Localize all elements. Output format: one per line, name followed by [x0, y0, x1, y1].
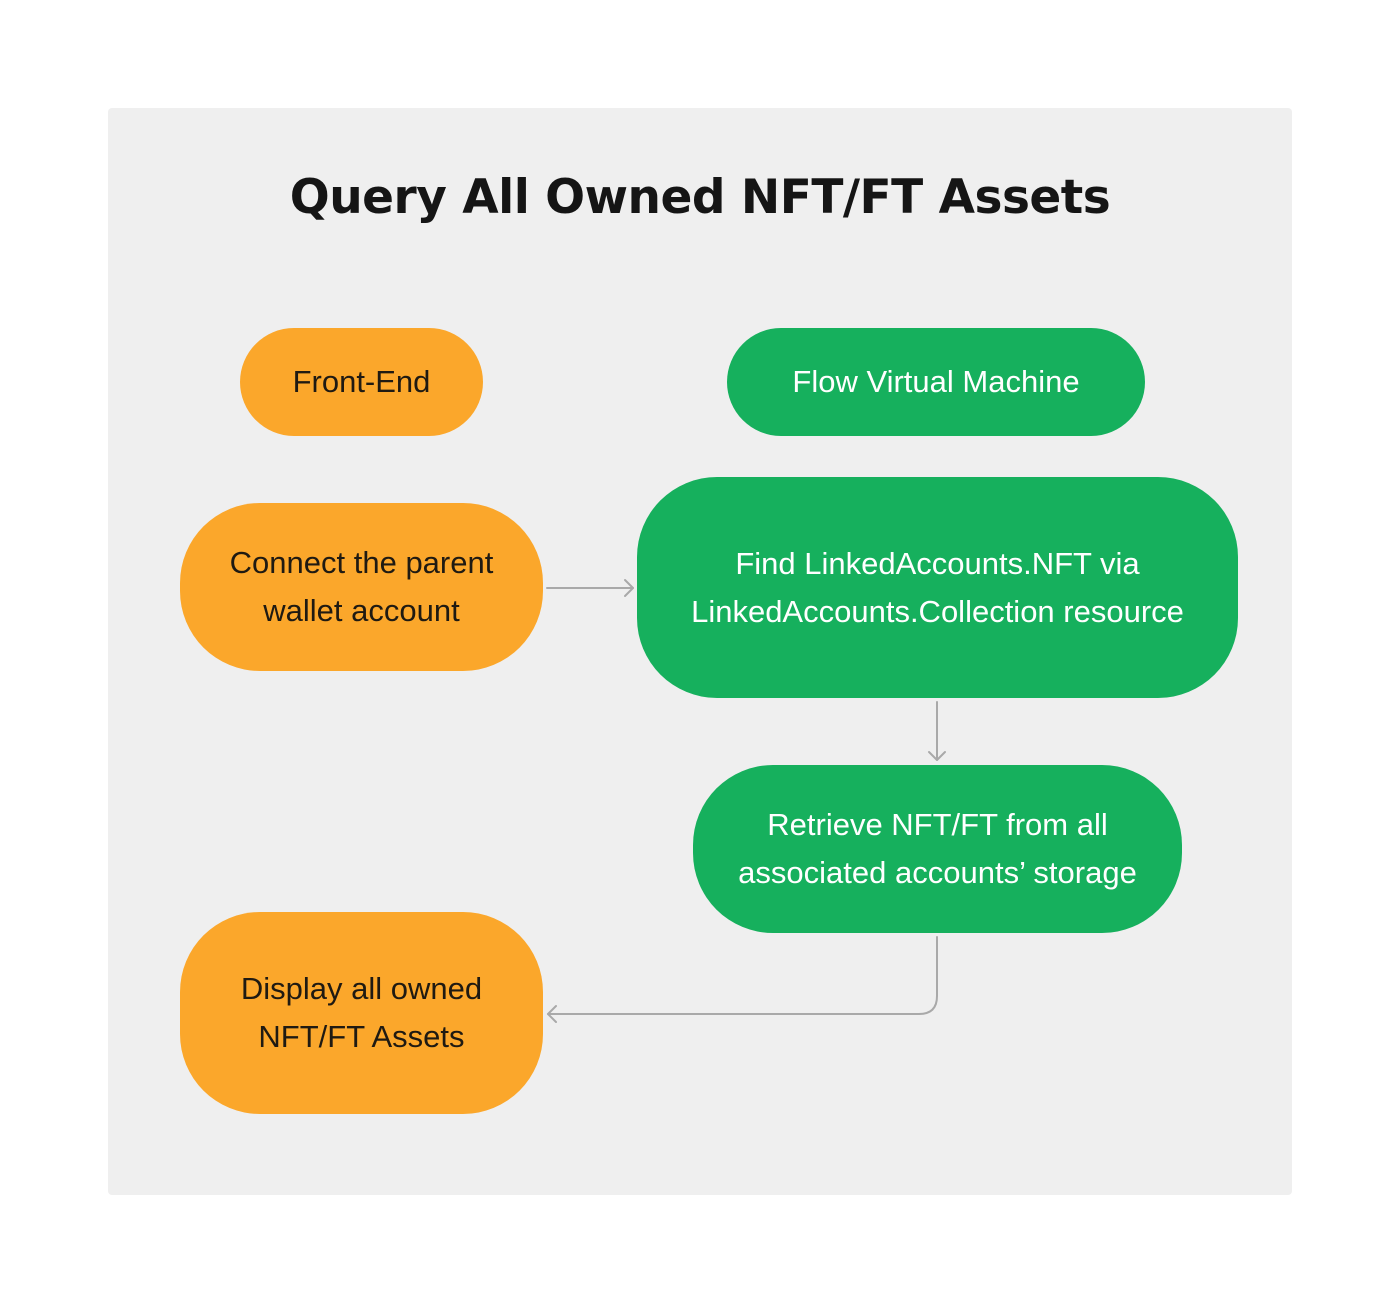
step-connect-line-1: Connect the parent [229, 545, 494, 580]
lane-header-front-end-label: Front-End [292, 364, 431, 399]
step-retrieve-line-2: associated accounts’ storage [738, 855, 1137, 890]
step-find-linked-accounts: Find LinkedAccounts.NFT via LinkedAccoun… [637, 477, 1238, 698]
step-display-line-1: Display all owned [240, 971, 483, 1006]
step-connect-line-2: wallet account [263, 593, 460, 628]
step-retrieve-assets: Retrieve NFT/FT from all associated acco… [693, 765, 1182, 933]
step-display-assets: Display all owned NFT/FT Assets [180, 912, 543, 1114]
step-find-line-2: LinkedAccounts.Collection resource [691, 593, 1184, 629]
step-display-line-2: NFT/FT Assets [258, 1019, 465, 1054]
lane-header-front-end: Front-End [240, 328, 483, 436]
lane-header-fvm-label: Flow Virtual Machine [792, 364, 1080, 399]
step-connect-wallet: Connect the parent wallet account [180, 503, 543, 671]
diagram-title: Query All Owned NFT/FT Assets [289, 170, 1111, 225]
step-find-line-1: Find LinkedAccounts.NFT via [735, 545, 1140, 581]
lane-header-flow-virtual-machine: Flow Virtual Machine [727, 328, 1145, 436]
step-retrieve-line-1: Retrieve NFT/FT from all [767, 807, 1108, 842]
